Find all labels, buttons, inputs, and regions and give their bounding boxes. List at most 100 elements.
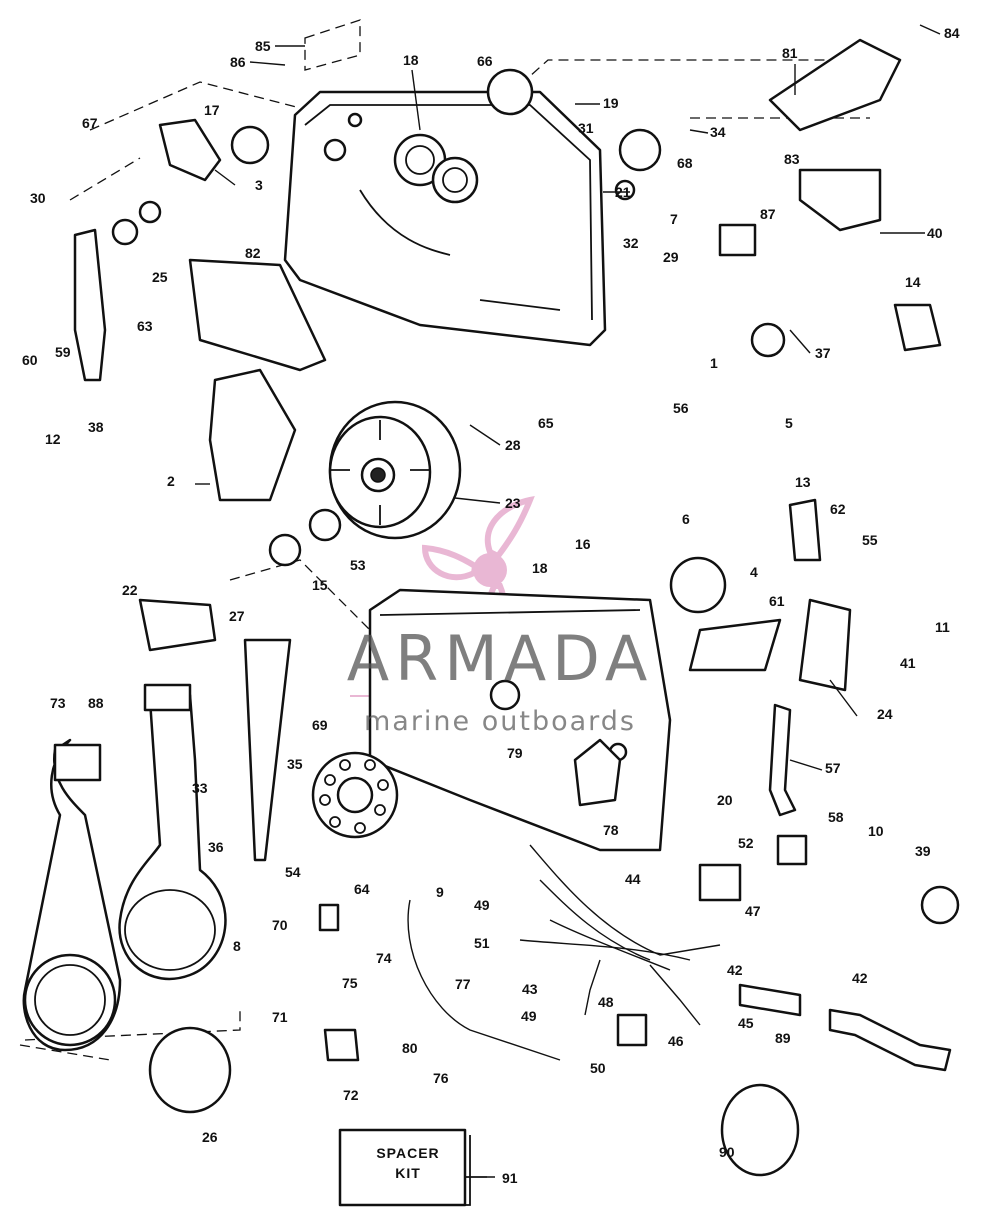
callout-label: 31	[578, 120, 594, 136]
callout-label: 60	[22, 352, 38, 368]
callout-label: 80	[402, 1040, 418, 1056]
callout-label: 47	[745, 903, 761, 919]
callout-label: 22	[122, 582, 138, 598]
callout-label: 42	[852, 970, 868, 986]
callout-label: 53	[350, 557, 366, 573]
callout-label: 5	[785, 415, 793, 431]
callout-label: 49	[521, 1008, 537, 1024]
index-ring	[311, 751, 399, 839]
callout-label: 44	[625, 871, 641, 887]
callout-label: 45	[738, 1015, 754, 1031]
callout-label: 63	[137, 318, 153, 334]
callout-label: 26	[202, 1129, 218, 1145]
callout-label: 62	[830, 501, 846, 517]
small-parts	[73, 38, 960, 1177]
callout-label: 56	[673, 400, 689, 416]
callout-label: 52	[738, 835, 754, 851]
callout-label: 78	[603, 822, 619, 838]
callout-label: 91	[502, 1170, 518, 1186]
callout-label: 72	[343, 1087, 359, 1103]
callout-label: 24	[877, 706, 893, 722]
callout-label: 84	[944, 25, 960, 41]
callout-label: 46	[668, 1033, 684, 1049]
callout-label: 89	[775, 1030, 791, 1046]
callout-label: 29	[663, 249, 679, 265]
callout-label: 59	[55, 344, 71, 360]
callout-label: 38	[88, 419, 104, 435]
callout-label: 3	[255, 177, 263, 193]
spacer-kit-box: SPACER KIT	[338, 1128, 495, 1207]
control-handle-right	[118, 683, 227, 981]
control-housing-upper	[283, 90, 607, 347]
callout-label: 23	[505, 495, 521, 511]
callout-label: 1	[710, 355, 718, 371]
callout-label: 7	[670, 211, 678, 227]
callout-label: 15	[312, 577, 328, 593]
callout-label: 75	[342, 975, 358, 991]
callout-label: 76	[433, 1070, 449, 1086]
callout-label: 4	[750, 564, 758, 580]
callout-label: 81	[782, 45, 798, 61]
callout-label: 32	[623, 235, 639, 251]
callout-label: 6	[682, 511, 690, 527]
callout-label: 2	[167, 473, 175, 489]
callout-label: 77	[455, 976, 471, 992]
callout-label: 39	[915, 843, 931, 859]
callout-labels: 85 86 18 66 84 81 67 17 19 31 34 68 83 3…	[22, 25, 960, 1186]
callout-label: 79	[507, 745, 523, 761]
logo-blade-left	[421, 544, 479, 581]
callout-label: 58	[828, 809, 844, 825]
callout-label: 30	[30, 190, 46, 206]
logo-hub	[473, 553, 507, 587]
callout-label: 57	[825, 760, 841, 776]
control-housing-cover	[368, 588, 672, 852]
spacer-kit-line2: KIT	[395, 1165, 421, 1181]
callout-label: 36	[208, 839, 224, 855]
callout-label: 48	[598, 994, 614, 1010]
callout-label: 67	[82, 115, 98, 131]
callout-label: 16	[575, 536, 591, 552]
callout-label: 66	[477, 53, 493, 69]
callout-label: 64	[354, 881, 370, 897]
callout-label: 17	[204, 102, 220, 118]
callout-label: 25	[152, 269, 168, 285]
callout-label: 13	[795, 474, 811, 490]
callout-label: 88	[88, 695, 104, 711]
callout-label: 19	[603, 95, 619, 111]
spacer-kit-outline	[338, 1128, 467, 1207]
callout-label: 49	[474, 897, 490, 913]
callout-label: 43	[522, 981, 538, 997]
callout-label: 90	[719, 1144, 735, 1160]
callout-label: 68	[677, 155, 693, 171]
callout-label: 18	[532, 560, 548, 576]
callout-label: 14	[905, 274, 921, 290]
callout-label: 82	[245, 245, 261, 261]
callout-label: 85	[255, 38, 271, 54]
callout-label: 8	[233, 938, 241, 954]
callout-label: 37	[815, 345, 831, 361]
callout-label: 33	[192, 780, 208, 796]
leader-lines	[195, 24, 941, 1178]
callout-label: 86	[230, 54, 246, 70]
callout-label: 87	[760, 206, 776, 222]
callout-label: 50	[590, 1060, 606, 1076]
callout-label: 54	[285, 864, 301, 880]
callout-label: 73	[50, 695, 66, 711]
watermark-brand: ARMADA	[347, 622, 653, 695]
callout-label: 74	[376, 950, 392, 966]
callout-label: 69	[312, 717, 328, 733]
callout-label: 83	[784, 151, 800, 167]
callout-label: 65	[538, 415, 554, 431]
callout-label: 70	[272, 917, 288, 933]
callout-label: 10	[868, 823, 884, 839]
callout-label: 12	[45, 431, 61, 447]
watermark-tagline: marine outboards	[364, 706, 636, 737]
callout-label: 51	[474, 935, 490, 951]
wiring-harness	[407, 844, 721, 1061]
callout-label: 18	[403, 52, 419, 68]
spacer-kit-line1: SPACER	[376, 1145, 439, 1161]
control-handle-left	[22, 738, 122, 1052]
gear-pulley	[328, 400, 462, 540]
